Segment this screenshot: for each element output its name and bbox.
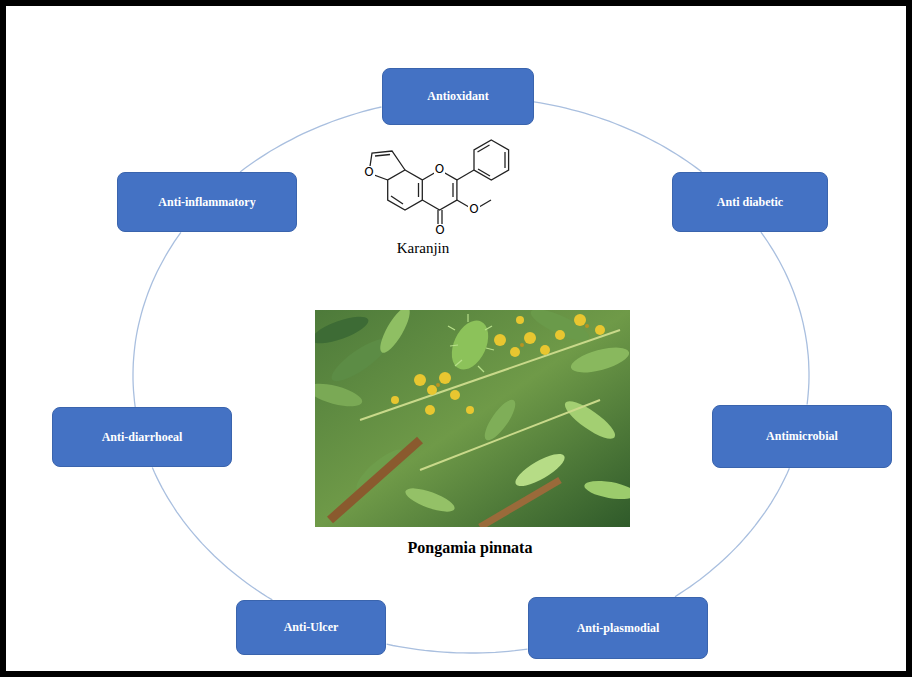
atom-label: O (363, 166, 374, 179)
ring-arc (152, 468, 272, 600)
plant-photo (306, 303, 637, 527)
atom-label: O (468, 203, 479, 216)
property-box: Antimicrobial (712, 405, 892, 468)
ring-arc (534, 102, 702, 172)
property-label: Anti-inflammatory (158, 195, 255, 210)
property-box: Anti-Ulcer (236, 600, 386, 655)
ring-arc (240, 107, 381, 172)
property-label: Anti-diarrhoeal (102, 430, 183, 445)
property-label: Antimicrobial (766, 429, 838, 444)
property-box: Anti-diarrhoeal (52, 407, 232, 467)
property-label: Antioxidant (427, 89, 488, 104)
atom-label: O (434, 163, 445, 176)
property-box: Antioxidant (382, 68, 534, 125)
ring-arc (133, 232, 181, 407)
property-label: Anti diabetic (717, 195, 783, 210)
property-label: Anti-plasmodial (577, 621, 660, 636)
property-box: Anti diabetic (672, 172, 828, 232)
atom-label: O (434, 224, 445, 237)
ring-arc (675, 468, 789, 596)
property-box: Anti-inflammatory (117, 172, 297, 232)
ring-arc (387, 644, 528, 653)
species-name: Pongamia pinnata (408, 539, 533, 557)
chemical-structure (369, 140, 509, 226)
property-box: Anti-plasmodial (528, 597, 708, 659)
compound-name: Karanjin (397, 240, 449, 257)
property-label: Anti-Ulcer (284, 620, 339, 635)
ring-arc (761, 232, 809, 404)
